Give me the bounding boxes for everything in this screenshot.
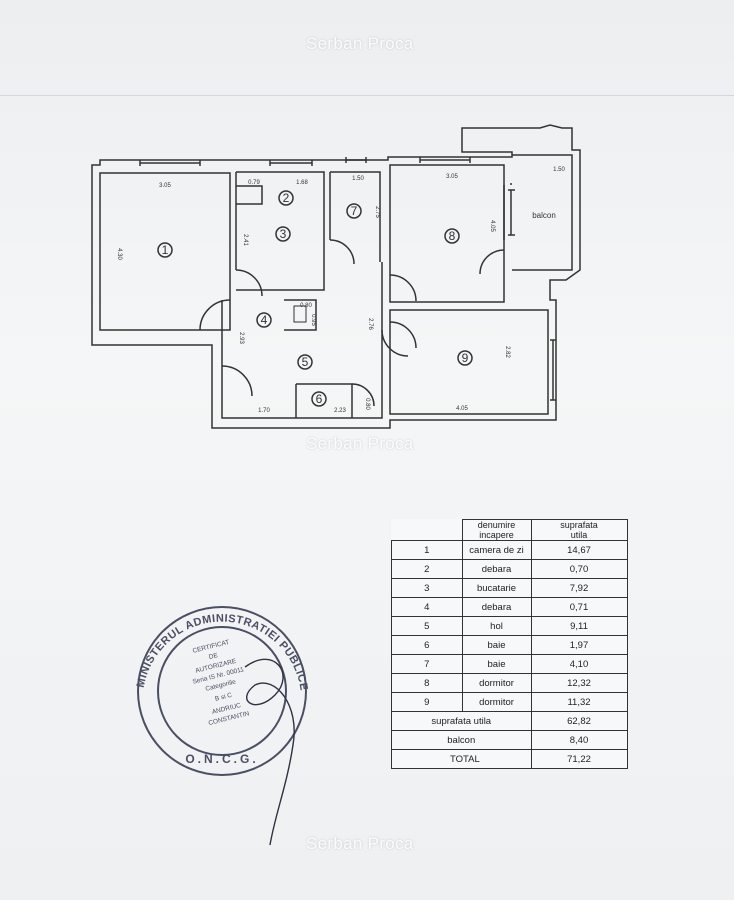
official-stamp: MINISTERUL ADMINISTRATIEI PUBLICE O.N.C.… [135, 606, 309, 846]
balcony-label: balcon [532, 211, 556, 220]
dimension-label: 2.23 [334, 408, 346, 414]
stamp-inner-line: DE [208, 652, 219, 661]
dimension-label: 4.05 [489, 220, 495, 232]
watermark: Serban Proca [306, 434, 414, 453]
room-number: 8 [449, 229, 456, 243]
paper-fold-line [0, 95, 734, 96]
dimension-label: 2.93 [238, 332, 244, 344]
dimension-label: 4.30 [116, 248, 122, 260]
signature [244, 658, 295, 846]
floor-plan: 1 2 3 4 5 6 7 8 9 balcon 3.05 4.30 0.79 … [91, 124, 581, 429]
room-number: 2 [283, 191, 290, 205]
column-header-area: suprafata utila [530, 519, 628, 541]
dimension-label: 2.75 [374, 206, 380, 218]
dimension-label: 3.05 [446, 174, 458, 180]
dimension-label: 1.50 [352, 176, 364, 182]
room-number: 5 [302, 355, 309, 369]
dimension-label: 1.68 [296, 180, 308, 186]
room-number: 9 [462, 351, 469, 365]
dimension-label: 2.41 [242, 234, 248, 246]
stamp-inner-line: B si C [214, 692, 233, 703]
dimension-label: 0.79 [248, 180, 260, 186]
dimension-label: 2.76 [367, 318, 373, 330]
dimension-label: 4.05 [456, 406, 468, 412]
dimension-label: 1.70 [258, 408, 270, 414]
table-header-row: denumire incapere suprafata utila [392, 519, 628, 541]
dimension-label: 2.82 [504, 346, 510, 358]
dimension-label: 0.95 [310, 314, 316, 326]
room-number: 7 [351, 204, 358, 218]
stamp-bottom-text: O.N.C.G. [185, 752, 258, 766]
room-number: 1 [162, 243, 169, 257]
column-header-room: denumire incapere [461, 519, 532, 541]
watermark: Serban Proca [306, 834, 414, 853]
dimension-label: 1.50 [553, 167, 565, 173]
dimension-label: 0.80 [364, 398, 370, 410]
watermark: Serban Proca [306, 34, 414, 53]
room-number: 4 [261, 313, 268, 327]
room-number: 3 [280, 227, 287, 241]
room-number: 6 [316, 392, 323, 406]
dimension-label: 0.80 [300, 303, 312, 309]
dimension-label: 3.05 [159, 183, 171, 189]
stamp-inner-line: CERTIFICAT [192, 639, 230, 655]
